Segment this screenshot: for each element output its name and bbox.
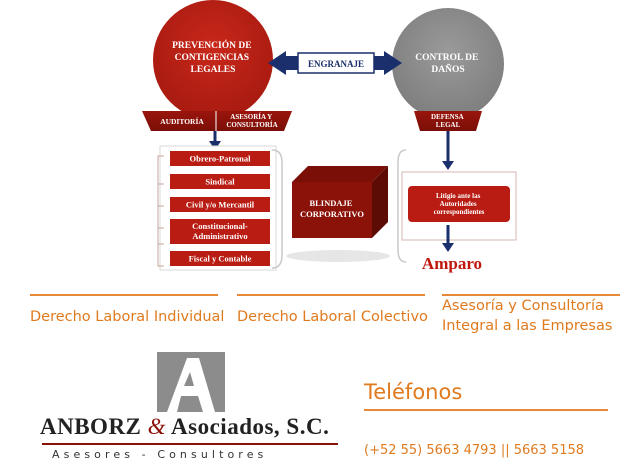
branch-label-1: Obrero-Patronal: [190, 154, 252, 164]
company-name-part2: Asociados, S.C.: [171, 414, 330, 439]
auditoria-tab-label: AUDITORÍA: [160, 116, 204, 126]
column-3-rule: [442, 294, 620, 296]
damage-control-circle-label: CONTROL DE DAÑOS: [415, 53, 480, 75]
auditoria-tab: [142, 111, 216, 131]
company-ampersand: &: [147, 414, 167, 439]
blindaje-box-front: [292, 182, 372, 238]
branch-label-4: Constitucional-Administrativo: [192, 221, 248, 241]
asesoria-tab-label: ASESORÍA Y CONSULTORÍA: [226, 113, 277, 129]
legal-services-diagram: PREVENCIÓN DE CONTIGENCIAS LEGALES CONTR…: [142, 0, 517, 273]
branch-box-4: [170, 219, 270, 244]
phones-numbers[interactable]: (+52 55) 5663 4793 || 5663 5158: [364, 443, 585, 458]
company-name-part1: ANBORZ: [40, 414, 142, 439]
blindaje-box-label: BLINDAJE CORPORATIVO: [300, 198, 364, 219]
asesoria-tab: [216, 111, 292, 131]
column-3-title-line1: Asesoría y Consultoría: [442, 298, 604, 314]
right-down-arrowhead: [442, 161, 454, 170]
prevention-circle: [153, 0, 273, 120]
damage-control-circle: [392, 8, 504, 120]
column-3-title-line2: Integral a las Empresas: [442, 318, 613, 334]
column-2-title: Derecho Laboral Colectivo: [237, 309, 428, 325]
branches-bracket: [157, 155, 164, 267]
branch-box-5: [170, 251, 270, 266]
amparo-label: Amparo: [422, 254, 482, 273]
amparo-arrowhead: [442, 243, 454, 252]
defensa-legal-tab: [414, 111, 482, 131]
phones-heading: Teléfonos: [364, 380, 463, 404]
phones-rule: [364, 409, 608, 411]
litigation-bracket: [397, 149, 407, 263]
company-name: ANBORZ & Asociados, S.C.: [40, 414, 329, 440]
litigation-box: [408, 186, 510, 222]
column-1-rule: [30, 294, 218, 296]
blindaje-box-side: [372, 166, 388, 238]
column-1-title: Derecho Laboral Individual: [30, 309, 225, 325]
prevention-circle-label: PREVENCIÓN DE CONTIGENCIAS LEGALES: [172, 39, 254, 75]
branch-box-3: [170, 197, 270, 212]
branch-box-2: [170, 174, 270, 189]
company-tagline: Asesores - Consultores: [52, 448, 268, 461]
right-bracket: [271, 149, 283, 269]
engranaje-label: ENGRANAJE: [308, 59, 364, 69]
branch-label-2: Sindical: [205, 177, 235, 187]
anborz-logo-icon: [157, 352, 225, 412]
branch-label-5: Fiscal y Contable: [189, 254, 252, 264]
engranaje-box: [297, 52, 375, 74]
blindaje-box-top: [292, 166, 388, 182]
blindaje-shadow: [286, 250, 390, 262]
company-rule: [42, 443, 338, 445]
column-2-rule: [237, 294, 425, 296]
branch-box-1: [170, 151, 270, 166]
litigation-box-label: Litigio ante las Autoridades correspondi…: [434, 192, 485, 216]
branch-label-3: Civil y/o Mercantil: [186, 200, 255, 210]
defensa-legal-tab-label: DEFENSA LEGAL: [431, 113, 465, 129]
